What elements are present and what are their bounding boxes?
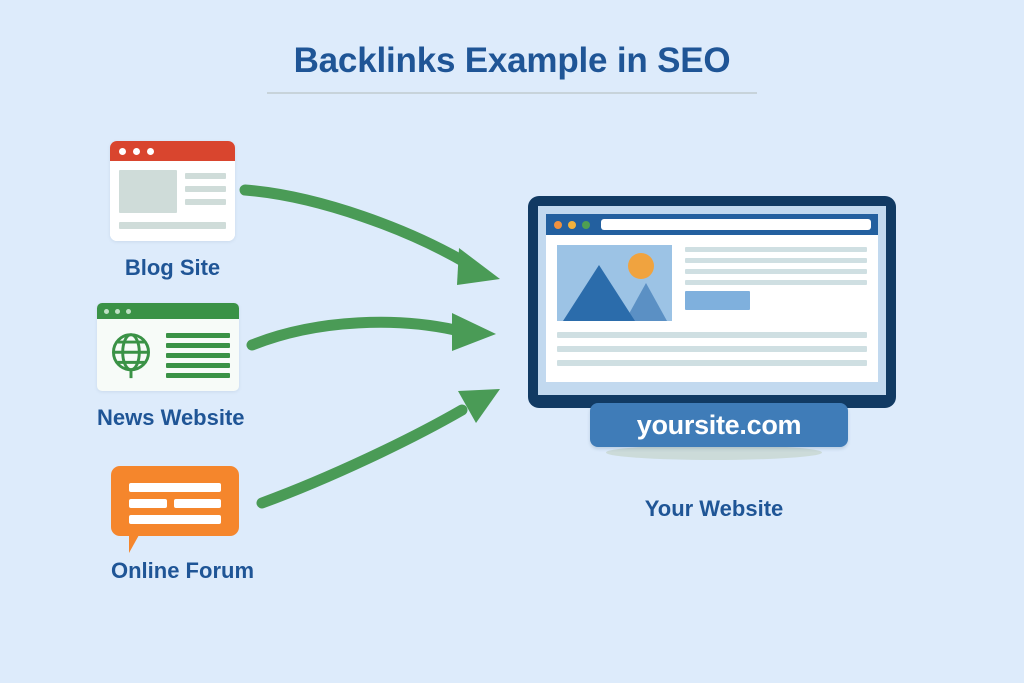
window-dot-icon <box>147 147 154 155</box>
text-line <box>166 342 230 348</box>
text-line <box>166 362 230 368</box>
window-dot-icon <box>115 308 120 314</box>
text-line <box>174 499 221 508</box>
browser-titlebar <box>110 141 235 161</box>
speech-bubble-icon <box>111 466 239 553</box>
browser-content <box>110 161 235 241</box>
source-label-blog-site: Blog Site <box>124 255 221 280</box>
arrow-forum-to-site <box>256 389 500 509</box>
source-online-forum[interactable]: Online Forum <box>111 466 254 584</box>
browser-chrome-bar <box>546 214 878 235</box>
window-dot-icon <box>133 147 140 155</box>
image-placeholder <box>119 170 177 213</box>
window-dot-icon <box>554 220 562 229</box>
title-divider <box>267 92 757 94</box>
monitor-bezel <box>528 196 896 408</box>
cta-button[interactable] <box>685 291 750 310</box>
text-line <box>185 173 226 179</box>
text-line <box>557 346 867 352</box>
text-line <box>185 199 226 205</box>
domain-badge: yoursite.com <box>590 403 848 447</box>
text-line <box>685 258 867 263</box>
blog-upper-row <box>119 170 226 213</box>
target-label-your-website: Your Website <box>644 496 784 521</box>
source-news-website[interactable]: News Website <box>97 303 245 431</box>
monitor-screen <box>538 206 886 395</box>
address-bar[interactable] <box>601 219 871 230</box>
text-line <box>685 269 867 274</box>
browser-window-icon <box>110 141 235 241</box>
text-lines <box>685 245 867 285</box>
text-lines <box>557 332 867 366</box>
arrow-blog-to-site <box>239 184 500 285</box>
monitor-shadow <box>606 445 822 460</box>
bubble-body <box>111 466 239 536</box>
window-dot-icon <box>568 220 576 229</box>
globe-icon <box>111 333 151 379</box>
source-blog-site[interactable]: Blog Site <box>110 141 235 281</box>
source-label-online-forum: Online Forum <box>111 558 254 583</box>
source-label-news-website: News Website <box>97 405 245 430</box>
window-dot-icon <box>126 308 131 314</box>
window-dot-icon <box>582 220 590 229</box>
bubble-tail <box>129 535 139 553</box>
text-line <box>119 222 226 229</box>
text-line <box>685 280 867 285</box>
text-line <box>685 247 867 252</box>
webpage-content <box>546 235 878 382</box>
target-your-website[interactable]: yoursite.com Your Website <box>528 196 900 521</box>
title-block: Backlinks Example in SEO <box>0 38 1024 94</box>
text-line-row <box>129 499 221 508</box>
browser-titlebar <box>97 303 239 319</box>
text-line <box>557 360 867 366</box>
text-lines <box>185 170 226 213</box>
arrow-news-to-site <box>246 313 496 351</box>
text-line <box>185 186 226 192</box>
text-line <box>557 332 867 338</box>
text-line <box>129 499 167 508</box>
text-lines <box>166 332 230 378</box>
text-line <box>129 515 221 524</box>
text-line <box>166 332 230 338</box>
page-title: Backlinks Example in SEO <box>293 41 731 80</box>
domain-badge-label: yoursite.com <box>636 409 802 440</box>
window-dot-icon <box>104 308 109 314</box>
webpage-upper-row <box>557 245 867 321</box>
globe-browser-icon <box>97 303 239 391</box>
text-line <box>129 483 221 492</box>
text-line <box>166 372 230 378</box>
mountain-landscape-image <box>557 245 672 321</box>
text-line <box>166 352 230 358</box>
browser-content <box>97 319 239 391</box>
landscape-graphic <box>563 253 667 321</box>
window-dot-icon <box>119 147 126 155</box>
